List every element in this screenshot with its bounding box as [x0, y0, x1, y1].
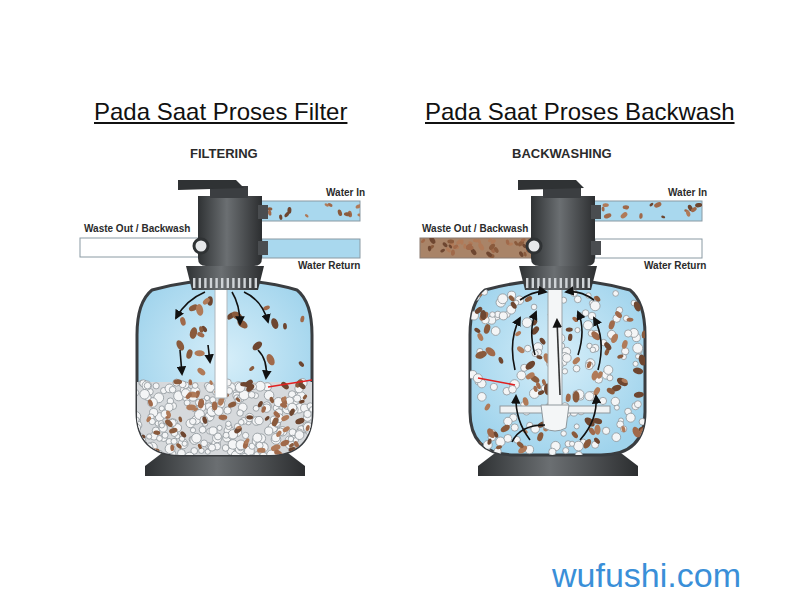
flow-arrows	[512, 292, 601, 442]
pipe-label: Water In	[668, 187, 707, 199]
tank	[470, 280, 645, 455]
pipe-label: Water In	[326, 187, 365, 199]
panel-heading: Pada Saat Proses Filter	[94, 98, 347, 126]
filtering-panel	[80, 180, 363, 476]
valve-handle	[518, 180, 584, 190]
return-pipe	[262, 239, 360, 258]
valve-handle	[178, 180, 244, 190]
lateral-hub	[541, 405, 569, 431]
pointer-line	[478, 378, 515, 385]
inlet-pipe	[591, 201, 702, 221]
pressure-gauge	[194, 239, 208, 253]
pressure-gauge	[527, 239, 541, 253]
mode-title: BACKWASHING	[512, 147, 612, 162]
mode-title: FILTERING	[190, 147, 258, 162]
return-pipe	[595, 239, 702, 258]
tank-neck	[186, 266, 264, 290]
waste-pipe	[420, 238, 535, 258]
pipe-label: Water Return	[298, 260, 360, 272]
panel-heading: Pada Saat Proses Backwash	[425, 98, 735, 126]
center-pipe	[548, 286, 562, 410]
multiport-valve	[531, 196, 595, 266]
tank	[137, 280, 312, 455]
inlet-pipe	[258, 201, 360, 221]
multiport-valve	[198, 196, 262, 266]
waste-pipe	[80, 238, 202, 257]
pipe-label: Water Return	[644, 260, 706, 272]
watermark: wufushi.com	[552, 556, 741, 595]
backwashing-panel	[420, 180, 703, 476]
pipe-label: Waste Out / Backwash	[422, 223, 528, 235]
tank-neck	[519, 266, 597, 290]
pointer-line	[268, 380, 312, 387]
pipe-label: Waste Out / Backwash	[84, 223, 190, 235]
center-pipe	[215, 286, 227, 398]
flow-arrows	[176, 292, 268, 378]
